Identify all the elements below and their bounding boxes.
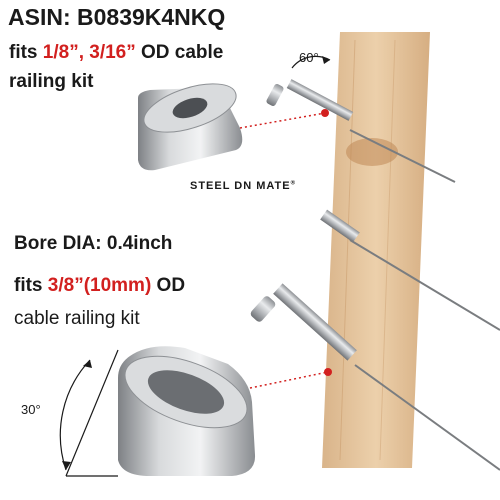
- small-fit-line: fits 1/8”, 3/16” OD cable: [9, 42, 223, 64]
- large-kit-line: cable railing kit: [14, 308, 140, 329]
- small-washer-pointer: [239, 112, 326, 129]
- large-fit-line: fits 3/8”(10mm) OD: [14, 275, 185, 297]
- angle-label-60: 60°: [299, 50, 319, 65]
- small-fit-sizes: 1/8”, 3/16”: [42, 42, 136, 63]
- middle-cable-fitting: [320, 209, 500, 331]
- angle-arc-30: [59, 359, 91, 471]
- large-fitting-marker: [324, 368, 332, 376]
- angle-label-30: 30°: [21, 402, 41, 417]
- wooden-post: [322, 32, 430, 468]
- large-fit-prefix: fits: [14, 275, 48, 296]
- small-fit-suffix: OD cable: [135, 42, 224, 63]
- wood-knot: [346, 138, 398, 166]
- bore-diameter-label: Bore DIA: 0.4inch: [14, 233, 173, 254]
- large-fit-suffix: OD: [151, 275, 186, 296]
- asin-label: ASIN: B0839K4NKQ: [8, 4, 226, 30]
- registered-mark: ®: [290, 180, 297, 187]
- small-cable-fitting: [266, 79, 456, 183]
- brand-logo: STEEL DN MATE®: [190, 180, 296, 192]
- large-washer-pointer: [249, 371, 329, 389]
- small-kit-line: railing kit: [9, 71, 94, 92]
- brand-name: STEEL DN MATE: [190, 180, 291, 192]
- large-cable-fitting: [250, 283, 500, 471]
- large-angle-washer: [118, 346, 256, 476]
- small-angle-washer: [138, 83, 243, 171]
- large-fit-size: 3/8”(10mm): [47, 275, 152, 296]
- small-fit-prefix: fits: [9, 42, 43, 63]
